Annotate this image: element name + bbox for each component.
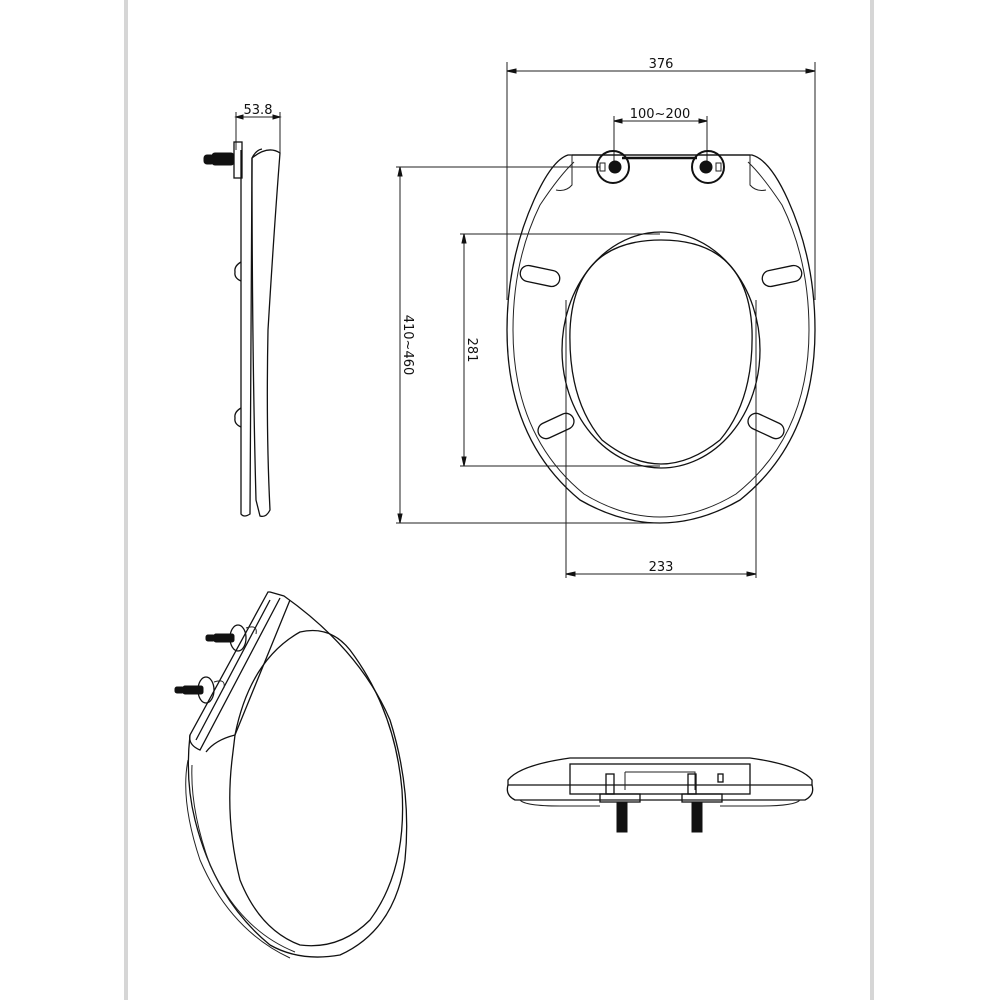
dimension-hinge-spacing: 100~200: [630, 107, 691, 122]
rear-view: [506, 757, 814, 833]
dimension-opening-width: 233: [649, 560, 674, 575]
dimension-opening-length: 281: [464, 338, 479, 363]
dimension-thickness: 53.8: [244, 103, 273, 118]
top-view: 376 100~200 410~460 281 233: [396, 57, 816, 578]
dimension-overall-width: 376: [649, 57, 674, 72]
side-view: 53.8: [203, 103, 282, 518]
dimension-overall-length: 410~460: [400, 315, 415, 376]
perspective-view: [174, 591, 408, 959]
